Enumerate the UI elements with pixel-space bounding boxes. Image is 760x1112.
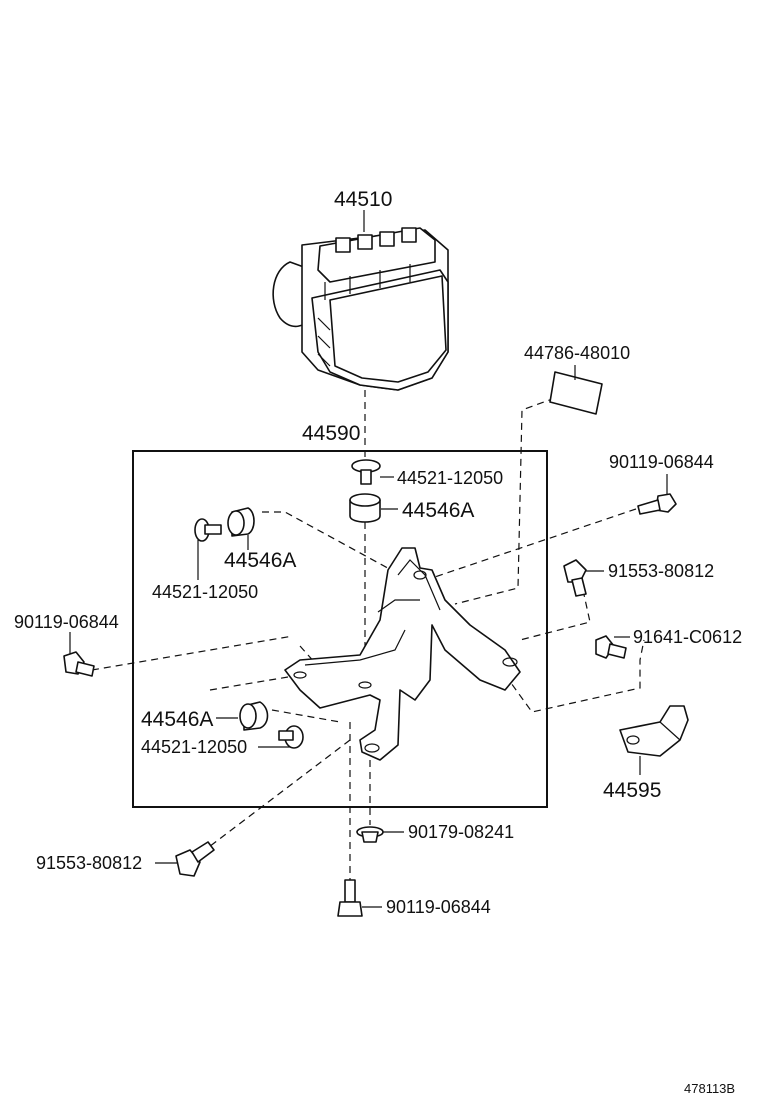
label-plate-part[interactable] <box>549 371 603 415</box>
cushion-lower-label: 44546A <box>141 708 213 731</box>
grommet-bolt-lower-part[interactable] <box>278 725 304 749</box>
grommet-bolt-left-part[interactable] <box>194 518 222 542</box>
figure-id: 478113B <box>684 1081 735 1096</box>
bolt-right-top-label: 90119-06844 <box>609 452 714 472</box>
bracket-assembly-frame <box>132 450 548 808</box>
actuator-label: 44510 <box>334 188 392 211</box>
bolt-bottom-part[interactable] <box>337 879 363 917</box>
abs-actuator-part[interactable] <box>272 227 449 391</box>
sub-bracket-part[interactable] <box>619 705 689 757</box>
nut-bottom-part[interactable] <box>356 826 384 843</box>
sub-bracket-label: 44595 <box>603 779 661 802</box>
bolt-right-mid-part[interactable] <box>563 559 587 597</box>
bolt-bottom-label: 90119-06844 <box>386 897 491 917</box>
bolt-lower-left-label: 91553-80812 <box>36 853 142 873</box>
bolt-left-part[interactable] <box>63 651 95 677</box>
bracket-part[interactable] <box>284 547 521 761</box>
bolt-left-label: 90119-06844 <box>14 612 119 632</box>
label-plate-label: 44786-48010 <box>524 343 630 363</box>
cushion-lower-part[interactable] <box>239 701 269 731</box>
bolt-right-top-part[interactable] <box>637 493 677 515</box>
bolt-right-lower-part[interactable] <box>595 635 627 659</box>
grommet-bolt-top-part[interactable] <box>351 459 381 485</box>
bolt-right-mid-label: 91553-80812 <box>608 561 714 581</box>
bracket-assy-label: 44590 <box>302 422 360 445</box>
cushion-top-part[interactable] <box>349 493 381 523</box>
assembly-lines <box>91 390 645 880</box>
grommet-bolt-left-label: 44521-12050 <box>152 582 258 602</box>
bolt-lower-left-part[interactable] <box>175 841 215 877</box>
bolt-right-lower-label: 91641-C0612 <box>633 627 742 647</box>
grommet-bolt-top-label: 44521-12050 <box>397 468 503 488</box>
cushion-left-part[interactable] <box>227 507 255 537</box>
cushion-top-label: 44546A <box>402 499 474 522</box>
grommet-bolt-lower-label: 44521-12050 <box>141 737 247 757</box>
cushion-left-label: 44546A <box>224 549 296 572</box>
nut-bottom-label: 90179-08241 <box>408 822 514 842</box>
